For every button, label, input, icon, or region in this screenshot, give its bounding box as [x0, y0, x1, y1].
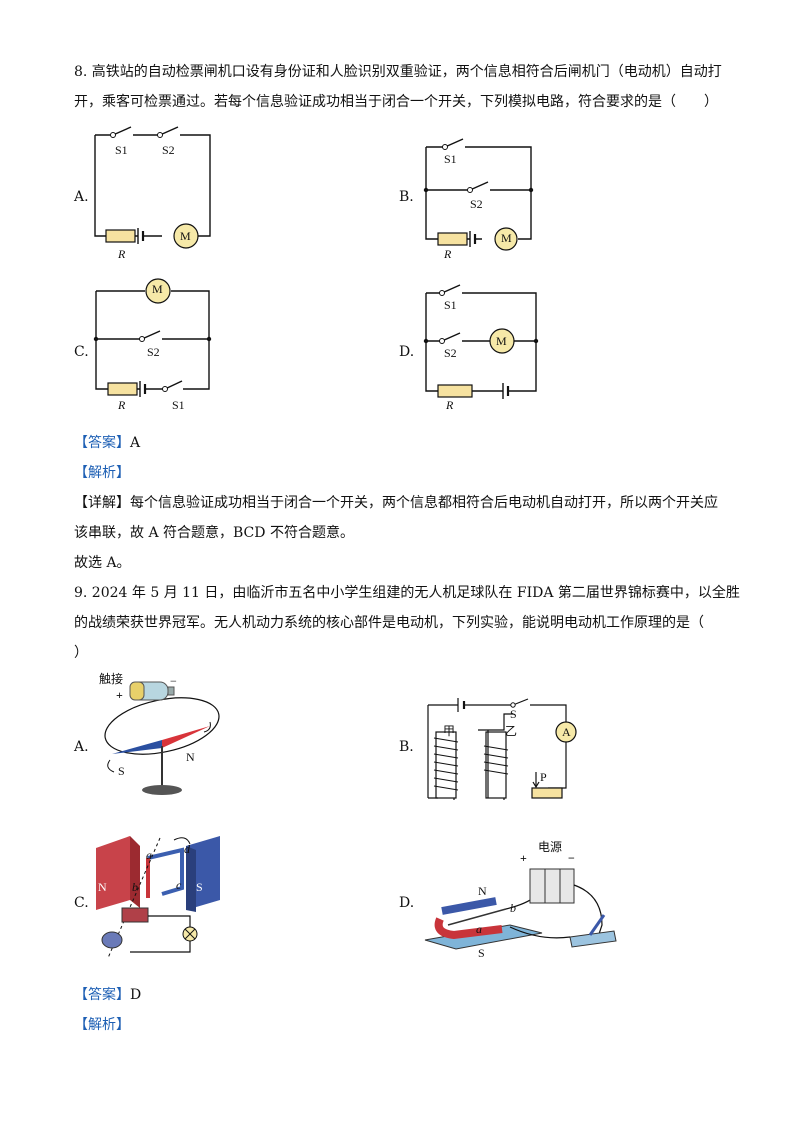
q8-option-d-label: D.: [399, 344, 415, 360]
yi-label: 乙: [505, 724, 518, 738]
a-motor-label: M: [180, 229, 191, 243]
q8-option-a-label: A.: [74, 189, 89, 205]
needle-s-label: S: [118, 764, 125, 778]
jia-label: 甲: [443, 724, 456, 738]
switch-s-label: S: [510, 707, 517, 721]
q9-option-d-label: D.: [399, 895, 415, 911]
q9-answer: 【答案】D: [74, 985, 141, 1005]
power-supply-label: 电源: [538, 840, 563, 854]
c-s1-label: S1: [172, 398, 185, 412]
b-s1-label: S1: [444, 152, 457, 166]
d-magnet-n-label: N: [478, 884, 487, 898]
coil-a-label: a: [146, 848, 152, 862]
b-resistor-label: R: [444, 247, 452, 261]
q8-answer-tag: 【答案】: [74, 435, 130, 451]
q8-option-c-label: C.: [74, 344, 89, 360]
q9-answer-tag: 【答案】: [74, 987, 130, 1003]
d-resistor-label: R: [446, 398, 454, 412]
motor-principle-figure: [424, 868, 617, 950]
circuit-a-figure: [94, 126, 211, 249]
c-motor-label: M: [152, 282, 163, 296]
q8-detail-line1: 【详解】每个信息验证成功相当于闭合一个开关，两个信息都相符合后电动机自动打开，所…: [74, 493, 718, 513]
q8-detail-line2: 该串联，故 A 符合题意，BCD 不符合题意。: [74, 525, 354, 541]
d-s1-label: S1: [444, 298, 457, 312]
c-s2-label: S2: [147, 345, 160, 359]
q8-answer: 【答案】A: [74, 433, 140, 453]
q9-option-b-label: B.: [399, 739, 414, 755]
electromagnet-figure: [427, 698, 577, 800]
circuit-b-figure: [423, 138, 534, 251]
q8-option-b-label: B.: [399, 189, 414, 205]
a-s1-label: S1: [115, 143, 128, 157]
d-rod-b-label: b: [510, 901, 516, 915]
q9-answer-value: D: [130, 987, 142, 1003]
q8-stem-line1: 8. 高铁站的自动检票闸机口设有身份证和人脸识别双重验证，两个信息相符合后闸机门…: [74, 64, 722, 80]
q8-stem-line2: 开，乘客可检票通过。若每个信息验证成功相当于闭合一个开关，下列模拟电路，符合要求…: [74, 94, 718, 110]
q9-stem-line3: ）: [74, 645, 88, 661]
q8-detail-tag: 【详解】: [74, 495, 130, 511]
generator-figure: [96, 836, 220, 959]
circuit-d-figure: [423, 284, 539, 399]
q9-stem-line2: 的战绩荣获世界冠军。无人机动力系统的核心部件是电动机，下列实验，能说明电动机工作…: [74, 615, 704, 631]
power-plus-label: +: [520, 851, 527, 865]
oersted-figure: [104, 681, 220, 795]
q8-analysis-tag: 【解析】: [74, 465, 130, 481]
d-s2-label: S2: [444, 346, 457, 360]
d-motor-label: M: [496, 334, 507, 348]
q8-detail-text1: 每个信息验证成功相当于闭合一个开关，两个信息都相符合后电动机自动打开，所以两个开…: [130, 495, 718, 511]
coil-d-label: d: [184, 842, 190, 856]
b-s2-label: S2: [470, 197, 483, 211]
b-motor-label: M: [501, 231, 512, 245]
a-resistor-label: R: [118, 247, 126, 261]
magnet-s-label: S: [196, 880, 203, 894]
q8-conclusion: 故选 A。: [74, 555, 131, 571]
a-s2-label: S2: [162, 143, 175, 157]
c-resistor-label: R: [118, 398, 126, 412]
ammeter-label: A: [562, 725, 571, 739]
slider-p-label: P: [540, 770, 547, 784]
power-minus-label: −: [568, 851, 575, 865]
needle-n-label: N: [186, 750, 195, 764]
battery-plus-label: +: [116, 688, 123, 702]
d-rod-a-label: a: [476, 922, 482, 936]
touch-label: 触接: [99, 672, 124, 686]
q9-analysis-tag: 【解析】: [74, 1017, 130, 1033]
battery-minus-label: −: [170, 674, 177, 688]
magnet-n-label: N: [98, 880, 107, 894]
q9-option-a-label: A.: [74, 739, 89, 755]
d-magnet-s-label: S: [478, 946, 485, 960]
circuit-c-figure: [93, 278, 212, 397]
coil-b-label: b: [132, 880, 138, 894]
coil-c-label: c: [176, 878, 182, 892]
q9-option-c-label: C.: [74, 895, 89, 911]
q9-stem-line1: 9. 2024 年 5 月 11 日，由临沂市五名中小学生组建的无人机足球队在 …: [74, 585, 740, 601]
q8-answer-value: A: [130, 435, 141, 451]
